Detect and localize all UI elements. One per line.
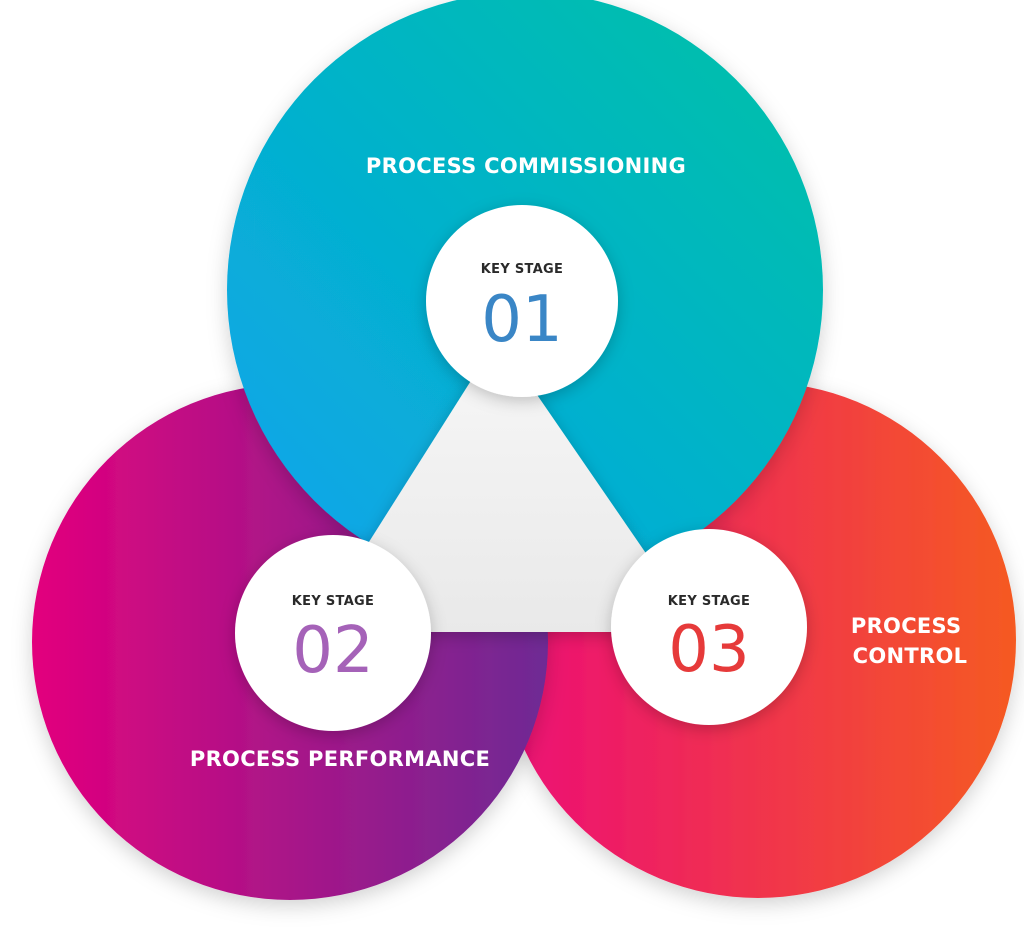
stage-2-title: PROCESS PERFORMANCE <box>190 747 490 771</box>
stage-3-badge: KEY STAGE 03 <box>611 529 807 725</box>
stage-1-badge: KEY STAGE 01 <box>426 205 618 397</box>
stage-3-badge-label: KEY STAGE <box>668 594 750 609</box>
center-triangle <box>312 338 700 632</box>
stage-2-number: 02 <box>292 614 373 688</box>
stage-2-badge-label: KEY STAGE <box>292 594 374 609</box>
stage-1-number: 01 <box>481 283 562 357</box>
stage-2-badge: KEY STAGE 02 <box>235 535 431 731</box>
stage-2-badge-circle <box>235 535 431 731</box>
stage-1-badge-circle <box>426 205 618 397</box>
stage-3-number: 03 <box>668 613 749 687</box>
stage-3-title: PROCESS CONTROL <box>851 614 969 668</box>
stage-1-badge-label: KEY STAGE <box>481 262 563 277</box>
stage-1-title: PROCESS COMMISSIONING <box>366 154 686 178</box>
stage-3-badge-circle <box>611 529 807 725</box>
